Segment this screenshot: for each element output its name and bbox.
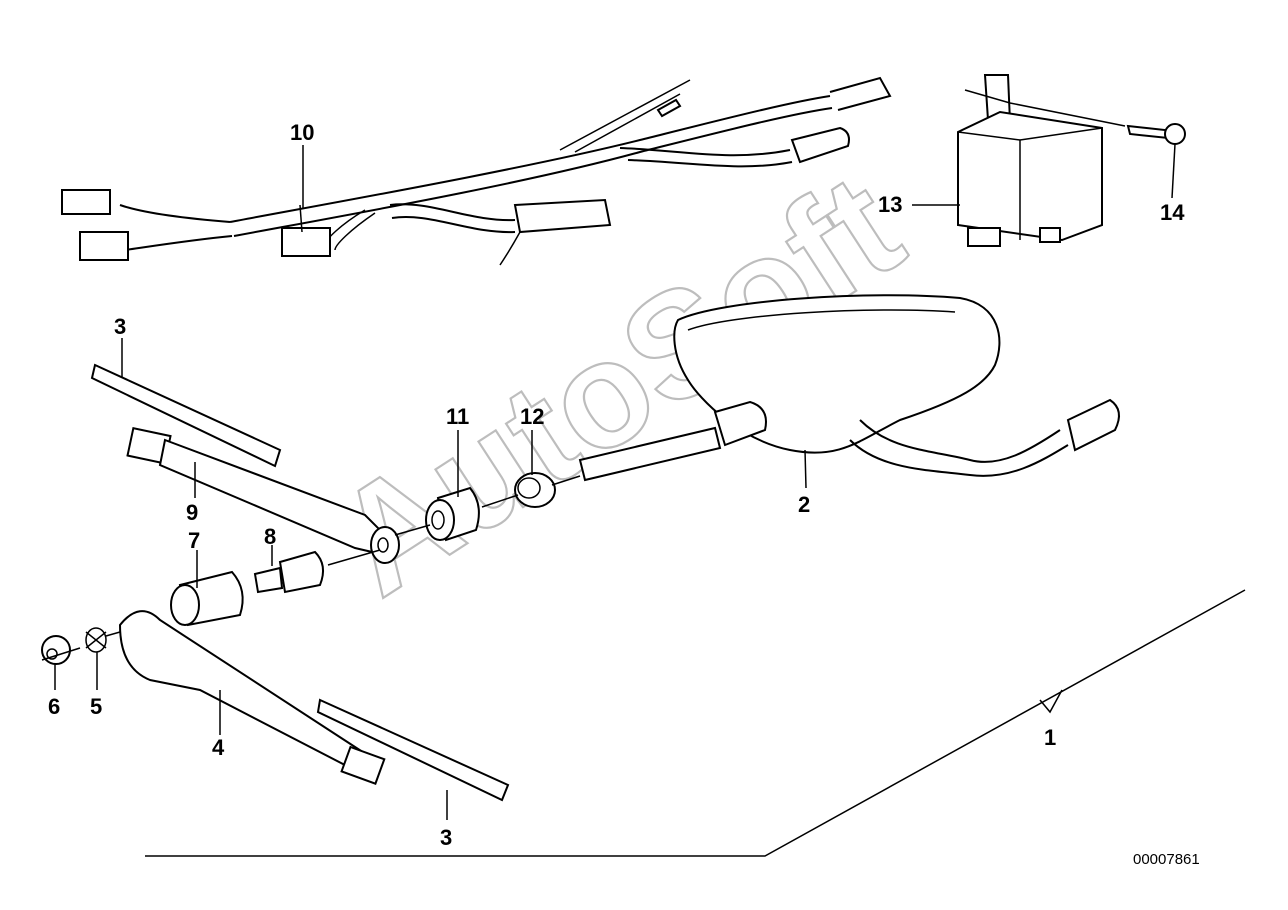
- sleeve: [170, 570, 244, 627]
- part-labels: 10 13 14 3 11 12 2 9 7 8 6 5 4 1 3: [48, 120, 1185, 850]
- threaded-stud: [253, 550, 325, 594]
- wiper-motor: [578, 294, 1120, 482]
- wiper-blade-upper: [90, 363, 282, 468]
- spindle-nut: [514, 472, 556, 508]
- wiper-arm-upper: [126, 426, 400, 564]
- label-4: 4: [212, 735, 225, 760]
- label-12: 12: [520, 404, 544, 429]
- bushing: [425, 486, 480, 542]
- label-3-upper: 3: [114, 314, 126, 339]
- label-10: 10: [290, 120, 314, 145]
- label-13: 13: [878, 192, 902, 217]
- label-1: 1: [1044, 725, 1056, 750]
- wiper-arm-lower: [118, 610, 386, 785]
- label-7: 7: [188, 528, 200, 553]
- label-2: 2: [798, 492, 810, 517]
- control-unit: [957, 74, 1126, 247]
- label-9: 9: [186, 500, 198, 525]
- assembly-bracket: [145, 589, 1246, 857]
- leader-lines: [54, 143, 1176, 820]
- label-11: 11: [446, 404, 469, 429]
- nut: [41, 635, 71, 665]
- label-3-lower: 3: [440, 825, 452, 850]
- label-14: 14: [1160, 200, 1185, 225]
- lock-washer: [85, 627, 107, 653]
- assembly-axis-lines: [41, 475, 581, 661]
- reference-number: 00007861: [1133, 851, 1200, 868]
- wiper-blade-lower: [316, 698, 510, 802]
- label-8: 8: [264, 524, 276, 549]
- label-6: 6: [48, 694, 60, 719]
- screw: [1126, 123, 1186, 145]
- label-5: 5: [90, 694, 102, 719]
- wiring-harness: [61, 76, 892, 266]
